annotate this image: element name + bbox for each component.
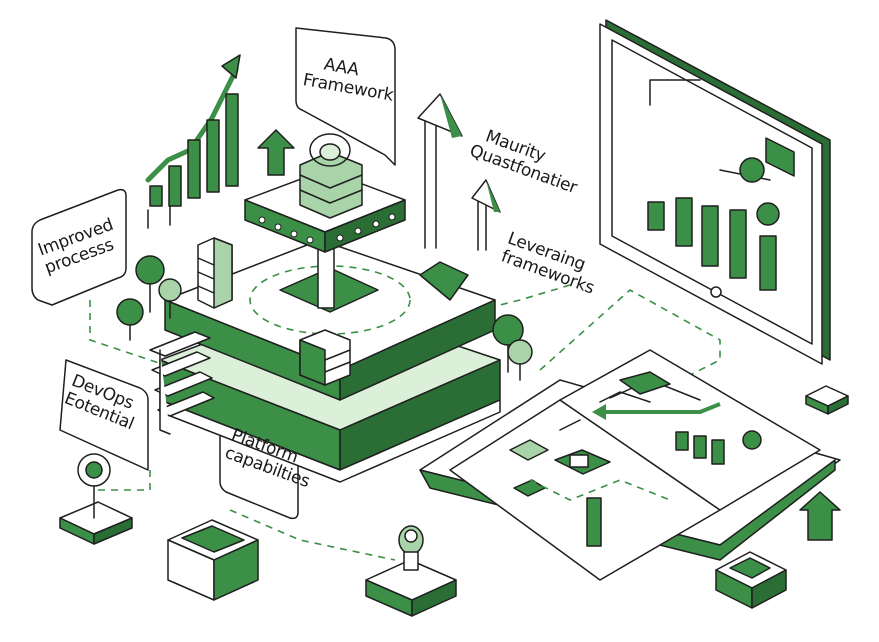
- monitor-icon: [599, 19, 831, 365]
- tree-icon: [116, 255, 533, 381]
- open-book-icon: [419, 349, 841, 581]
- arrow-up-icon: [257, 93, 501, 251]
- location-pin-icon: [59, 453, 133, 545]
- module-icon: [167, 519, 259, 601]
- lightbulb-icon: [365, 525, 457, 617]
- trend-chart-icon: [145, 54, 241, 229]
- lock-icon: [299, 133, 363, 219]
- cube-icon: [715, 385, 849, 609]
- platform-stack: [149, 169, 501, 483]
